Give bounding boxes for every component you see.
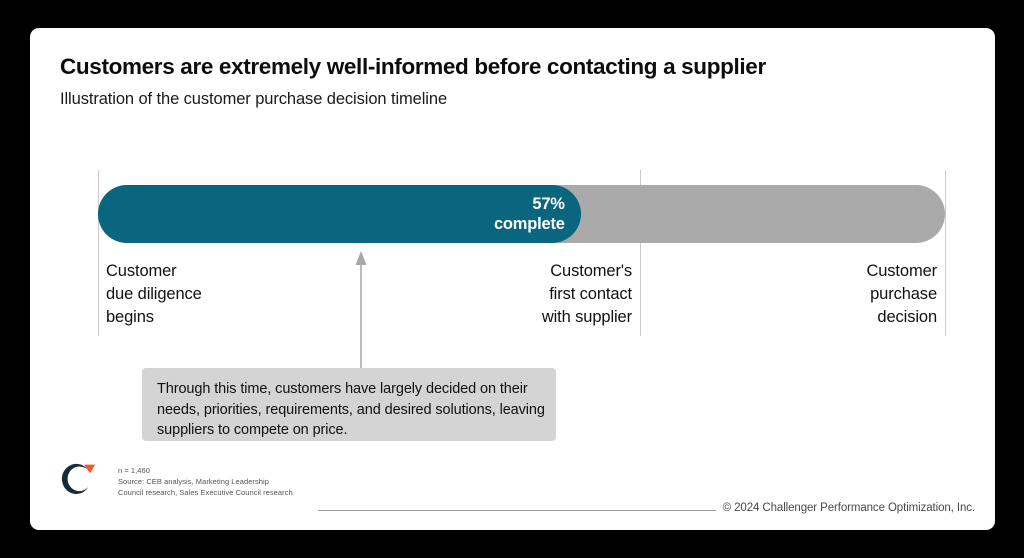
challenger-logo-icon xyxy=(61,463,96,494)
timeline-tick-midpoint xyxy=(640,170,641,336)
page-subtitle: Illustration of the customer purchase de… xyxy=(60,90,448,108)
callout-text: Through this time, customers have largel… xyxy=(157,381,545,439)
timeline-chart: 57% complete Customer due diligence begi… xyxy=(30,28,995,530)
page-title: Customers are extremely well-informed be… xyxy=(60,54,766,79)
callout-box: Through this time, customers have largel… xyxy=(142,368,556,441)
timeline-tick-start xyxy=(98,170,99,336)
milestone-label-purchase-decision: Customer purchase decision xyxy=(866,262,937,326)
slide-footer: n = 1,460 Source: CEB analysis, Marketin… xyxy=(30,458,995,530)
progress-bar-label: 57% complete xyxy=(493,194,565,233)
callout-pointer-arrow-icon xyxy=(355,251,367,376)
milestone-label-first-contact: Customer's first contact with supplier xyxy=(541,262,632,326)
timeline-tick-end xyxy=(945,170,946,336)
progress-bar-track: 57% complete xyxy=(98,185,945,243)
source-note: n = 1,460 Source: CEB analysis, Marketin… xyxy=(118,466,293,497)
milestone-label-due-diligence: Customer due diligence begins xyxy=(106,262,202,326)
slide-card: Customers are extremely well-informed be… xyxy=(30,28,995,530)
progress-bar-fill: 57% complete xyxy=(98,185,581,243)
copyright-notice: © 2024 Challenger Performance Optimizati… xyxy=(722,502,975,514)
footer-divider xyxy=(318,510,716,511)
